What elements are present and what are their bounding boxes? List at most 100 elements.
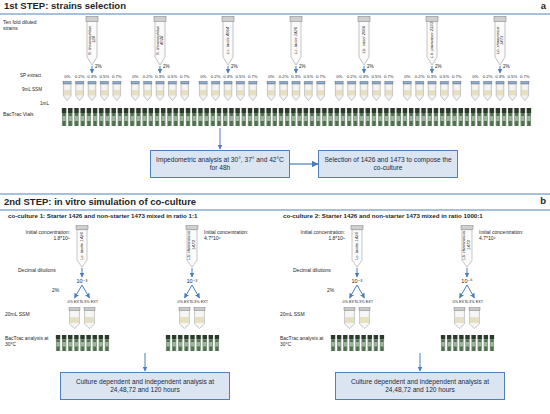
- tube-cap: [290, 17, 302, 22]
- tube-label-wrap: Lb. rhamnosus 1473: [492, 22, 508, 58]
- extract-percent: 0%: [401, 75, 413, 80]
- volume-note: 1mL: [40, 101, 60, 106]
- extract-percent: 0.3%: [426, 75, 438, 80]
- side-note: Decimal dilutions: [18, 268, 68, 274]
- culture-tube: Lc. lactis 1426: [288, 16, 304, 66]
- title-rule: [0, 14, 550, 15]
- tube-pair: [67, 307, 97, 329]
- volume-percent: 2%: [52, 288, 66, 294]
- process-box: Impedometric analysis at 30°, 37° and 42…: [150, 150, 290, 178]
- tube-cap: [494, 17, 506, 22]
- tube-label-wrap: Lc. lactis 1426: [74, 230, 90, 261]
- extract-label: 0.3% EXT: [466, 300, 484, 304]
- culture-tube: Lc. lactis 1426: [349, 225, 365, 268]
- tube-pair: [177, 307, 207, 329]
- tube-body: [495, 22, 505, 66]
- extract-percent: 0%: [129, 75, 141, 80]
- tube-cap: [426, 17, 438, 22]
- culture-tube: Lb. rhamnosus 1473: [459, 225, 475, 268]
- extract-percent: 0%: [333, 75, 345, 80]
- extract-percent: 0.5%: [370, 75, 382, 80]
- side-note: BacTrac Vials: [3, 112, 53, 118]
- extract-percent: 0.2%: [209, 75, 221, 80]
- flow-arrow: [75, 285, 83, 298]
- culture-tube: Lc. lactis 1426: [74, 225, 90, 268]
- tube-body: [291, 22, 301, 66]
- volume-percent: 2%: [503, 64, 517, 69]
- box-text: Impedometric analysis at 30°, 37° and 42…: [155, 156, 285, 171]
- tube-cap: [76, 225, 88, 229]
- extract-percent: 0.5%: [166, 75, 178, 80]
- tube-label-wrap: Lc. lactis 1426: [288, 22, 304, 58]
- tube-cap: [222, 17, 234, 22]
- volume-percent: 2%: [163, 64, 177, 69]
- tube-body: [155, 22, 165, 66]
- tube-cap: [351, 225, 363, 229]
- box-text-group: Selection of 1426 and 1473 to compose th…: [323, 156, 453, 171]
- flow-arrow: [145, 353, 146, 371]
- inoculum-arrow: [92, 66, 93, 73]
- tube-body: [359, 22, 369, 66]
- box-text: Selection of 1426 and 1473 to compose th…: [323, 156, 453, 171]
- tube-row: [129, 81, 191, 101]
- extract-percent: 0.2%: [73, 75, 85, 80]
- tube-row: [265, 81, 327, 101]
- side-note: Decimal dilutions: [293, 268, 343, 274]
- process-box: Culture dependent and independent analys…: [60, 372, 230, 400]
- extract-percent: 0.7%: [179, 75, 191, 80]
- extract-percent: 0.3%: [358, 75, 370, 80]
- tube-row: [197, 81, 259, 101]
- extract-percent: 0.2%: [345, 75, 357, 80]
- tube-cap: [461, 225, 473, 229]
- flow-connector: [290, 163, 318, 164]
- panel-rule: [0, 194, 550, 195]
- tube-cap: [186, 225, 198, 229]
- inoculum-arrow: [296, 66, 297, 73]
- box-text: Culture dependent and independent analys…: [340, 378, 500, 393]
- extract-percent: 0.3%: [290, 75, 302, 80]
- coculture-header: co-culture 1: Starter 1426 and non-start…: [8, 213, 270, 220]
- coculture-header: co-culture 2: Starter 1426 and non-start…: [283, 213, 545, 220]
- title-rule: [0, 210, 550, 211]
- flow-arrow: [192, 285, 200, 298]
- volume-percent: 2%: [299, 64, 313, 69]
- tube-cap: [154, 17, 166, 22]
- extract-percent: 0.5%: [98, 75, 110, 80]
- tube-body: [427, 22, 437, 66]
- panel-letter: a: [528, 1, 546, 11]
- extract-percent: 0%: [197, 75, 209, 80]
- tube-cap: [358, 17, 370, 22]
- flow-arrow: [82, 285, 90, 298]
- side-note: BacTrac analysis at 30°C: [280, 336, 325, 347]
- concentration-note: Initial concentration: 4.7*10⁶: [204, 230, 266, 241]
- flow-arrow: [220, 128, 221, 149]
- concentration-note: Initial concentration: 4.7*10⁶: [479, 230, 541, 241]
- extract-percent: 0.2%: [413, 75, 425, 80]
- box-text-group: Culture dependent and independent analys…: [340, 378, 500, 393]
- extract-label: 0.3% EXT: [81, 300, 99, 304]
- volume-percent: 2%: [231, 64, 245, 69]
- extract-label: 0.3% EXT: [356, 300, 374, 304]
- flow-arrow: [192, 268, 193, 277]
- inoculum-arrow: [364, 66, 365, 73]
- side-note: Ten fold diluted strains: [3, 20, 51, 31]
- side-note: 20mL SSM: [280, 312, 322, 318]
- vial-row: [55, 335, 110, 351]
- dilution-factor: 10⁻³: [72, 278, 92, 284]
- extract-percent: 0.7%: [519, 75, 531, 80]
- strain-name: Lb. rhamnosus 1473: [187, 230, 196, 261]
- extract-percent: 0.3%: [86, 75, 98, 80]
- extract-percent: 0%: [265, 75, 277, 80]
- extract-percent: 0.7%: [315, 75, 327, 80]
- strain-name: Lc. lactis 1426: [355, 232, 360, 260]
- volume-percent: 2%: [367, 64, 381, 69]
- tube-cap: [86, 17, 98, 22]
- tube-label-wrap: Lc. lactis 1426: [349, 230, 365, 261]
- step-title: 1st STEP: strains selection: [4, 1, 324, 11]
- tube-label-wrap: Lb. casei 2066: [356, 22, 372, 58]
- culture-tube: Lc. lactis 4064: [220, 16, 236, 66]
- tube-body: [352, 230, 362, 267]
- panel-letter: b: [528, 196, 546, 206]
